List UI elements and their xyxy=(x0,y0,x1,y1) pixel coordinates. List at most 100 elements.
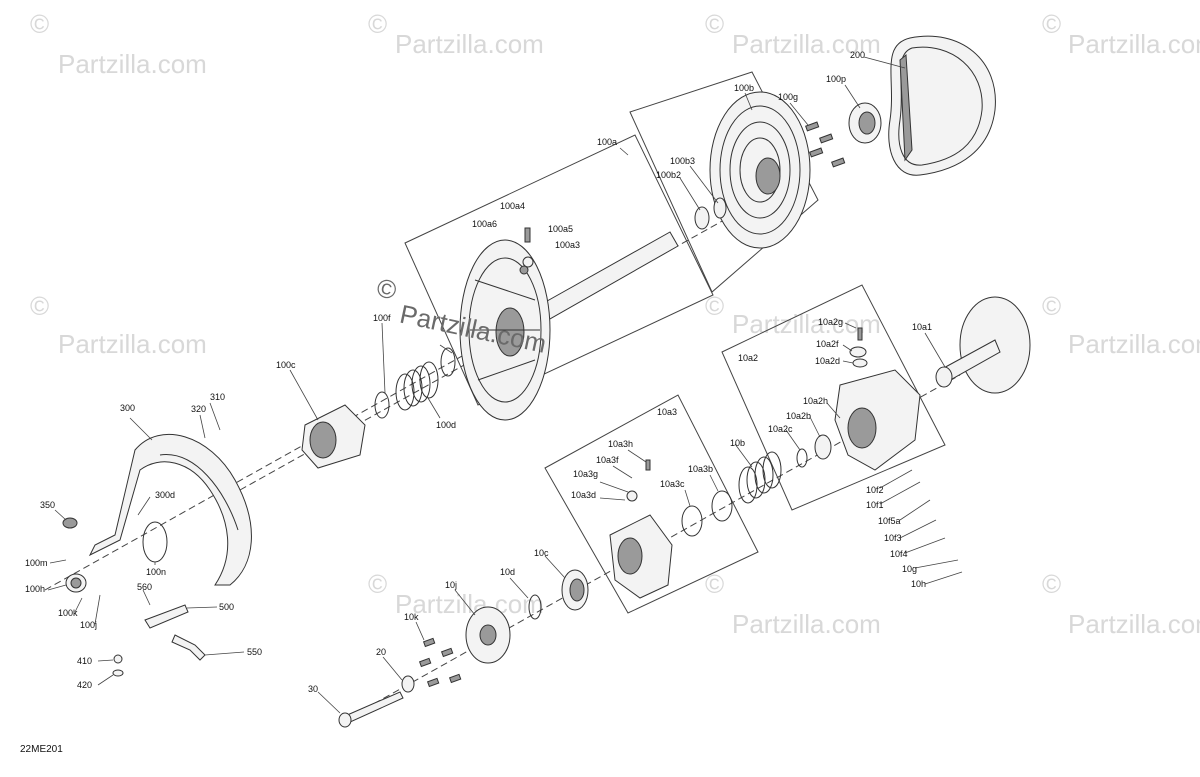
bearing-100p xyxy=(848,102,882,144)
callout-10f5a: 10f5a xyxy=(878,516,901,526)
callout-420: 420 xyxy=(77,680,92,690)
callout-10f1: 10f1 xyxy=(866,500,884,510)
cover-300 xyxy=(88,433,252,586)
watermark-text: Partzilla.com xyxy=(395,589,544,619)
watermark-text: Partzilla.com xyxy=(58,329,207,359)
watermark-text: Partzilla.com xyxy=(1068,329,1200,359)
callout-310: 310 xyxy=(210,392,225,402)
callout-100p: 100p xyxy=(826,74,846,84)
bushings-100b xyxy=(694,197,727,230)
callout-560: 560 xyxy=(137,582,152,592)
watermark-text: Partzilla.com xyxy=(395,29,544,59)
callout-30: 30 xyxy=(308,684,318,694)
watermark-symbol: © xyxy=(1042,291,1061,321)
bolt-30 xyxy=(338,691,404,728)
callout-10b: 10b xyxy=(730,438,745,448)
hub-10j xyxy=(465,606,511,664)
housing-10a3 xyxy=(609,459,733,599)
watermark-symbol: © xyxy=(368,569,387,599)
spring-10b xyxy=(738,451,782,504)
callout-10g: 10g xyxy=(902,564,917,574)
callout-10d: 10d xyxy=(500,567,515,577)
callout-100m: 100m xyxy=(25,558,48,568)
group-box-100b xyxy=(629,71,819,293)
group-box-100a xyxy=(404,134,714,406)
bolts-10k xyxy=(418,637,462,688)
group-box-10a2 xyxy=(721,284,946,511)
drive-belt xyxy=(888,35,996,176)
callout-10f4: 10f4 xyxy=(890,549,908,559)
callout-100c: 100c xyxy=(276,360,296,370)
callout-100a5: 100a5 xyxy=(548,224,573,234)
callout-100b2: 100b2 xyxy=(656,170,681,180)
callout-100k: 100k xyxy=(58,608,78,618)
callout-20: 20 xyxy=(376,647,386,657)
rings-100f xyxy=(374,347,456,419)
callout-100f: 100f xyxy=(373,313,391,323)
shaft-assembly-100a xyxy=(459,231,679,421)
callout-100a4: 100a4 xyxy=(500,201,525,211)
sheave-100b xyxy=(709,91,811,249)
fitting-100h xyxy=(65,573,87,593)
callout-100n: 100n xyxy=(146,567,166,577)
watermark-text: Partzilla.com xyxy=(732,309,881,339)
watermark-symbol: © xyxy=(1042,9,1061,39)
callout-100j: 100j xyxy=(80,620,97,630)
watermark-symbol: © xyxy=(705,569,724,599)
callout-100a: 100a xyxy=(597,137,617,147)
watermark-text: Partzilla.com xyxy=(1068,609,1200,639)
group-box-10a3 xyxy=(544,394,759,614)
callout-10h: 10h xyxy=(911,579,926,589)
callout-100a3: 100a3 xyxy=(555,240,580,250)
callout-labels: 200 100p 100g 100b 100a 100b3 100b2 100a… xyxy=(25,50,932,694)
callout-10a2: 10a2 xyxy=(738,353,758,363)
spring-100d xyxy=(395,361,439,411)
sheave-10a1 xyxy=(935,296,1031,394)
callout-300d: 300d xyxy=(155,490,175,500)
watermark-layer: © Partzilla.com © Partzilla.com © Partzi… xyxy=(30,9,1200,639)
callout-100b: 100b xyxy=(734,83,754,93)
callout-410: 410 xyxy=(77,656,92,666)
callout-10j: 10j xyxy=(445,580,457,590)
callout-100d: 100d xyxy=(436,420,456,430)
watermark-text: Partzilla.com xyxy=(58,49,207,79)
callout-10a3h: 10a3h xyxy=(608,439,633,449)
callout-350: 350 xyxy=(40,500,55,510)
leader-lines xyxy=(47,56,963,714)
watermark-text: Partzilla.com xyxy=(732,609,881,639)
watermark-symbol: © xyxy=(1042,569,1061,599)
bracket-500 xyxy=(144,604,206,661)
callout-10a2d: 10a2d xyxy=(815,356,840,366)
callout-100g: 100g xyxy=(778,92,798,102)
callout-500: 500 xyxy=(219,602,234,612)
watermark-symbol: © xyxy=(30,9,49,39)
callout-10a3d: 10a3d xyxy=(571,490,596,500)
callout-10f2: 10f2 xyxy=(866,485,884,495)
callout-10k: 10k xyxy=(404,612,419,622)
group-boxes xyxy=(404,71,946,614)
screws-100g xyxy=(805,121,846,168)
spider-100c xyxy=(301,404,366,469)
fastener-410-420 xyxy=(112,654,124,677)
watermark-symbol: © xyxy=(30,291,49,321)
callout-100a6: 100a6 xyxy=(472,219,497,229)
watermark-symbol: © xyxy=(705,9,724,39)
watermark-text: Partzilla.com xyxy=(1068,29,1200,59)
knob-350 xyxy=(62,517,78,529)
callout-10a3c: 10a3c xyxy=(660,479,685,489)
callout-100b3: 100b3 xyxy=(670,156,695,166)
watermark-symbol: © xyxy=(368,9,387,39)
callout-10a2h: 10a2h xyxy=(803,396,828,406)
callout-10a2f: 10a2f xyxy=(816,339,839,349)
washer-20 xyxy=(401,675,415,693)
bearing-10c xyxy=(561,569,589,611)
callout-10a3f: 10a3f xyxy=(596,455,619,465)
callout-10c: 10c xyxy=(534,548,549,558)
callout-10a2c: 10a2c xyxy=(768,424,793,434)
callout-10f3: 10f3 xyxy=(884,533,902,543)
callout-550: 550 xyxy=(247,647,262,657)
callout-300: 300 xyxy=(120,403,135,413)
watermark-symbol: © xyxy=(705,291,724,321)
ring-10d xyxy=(528,594,542,620)
